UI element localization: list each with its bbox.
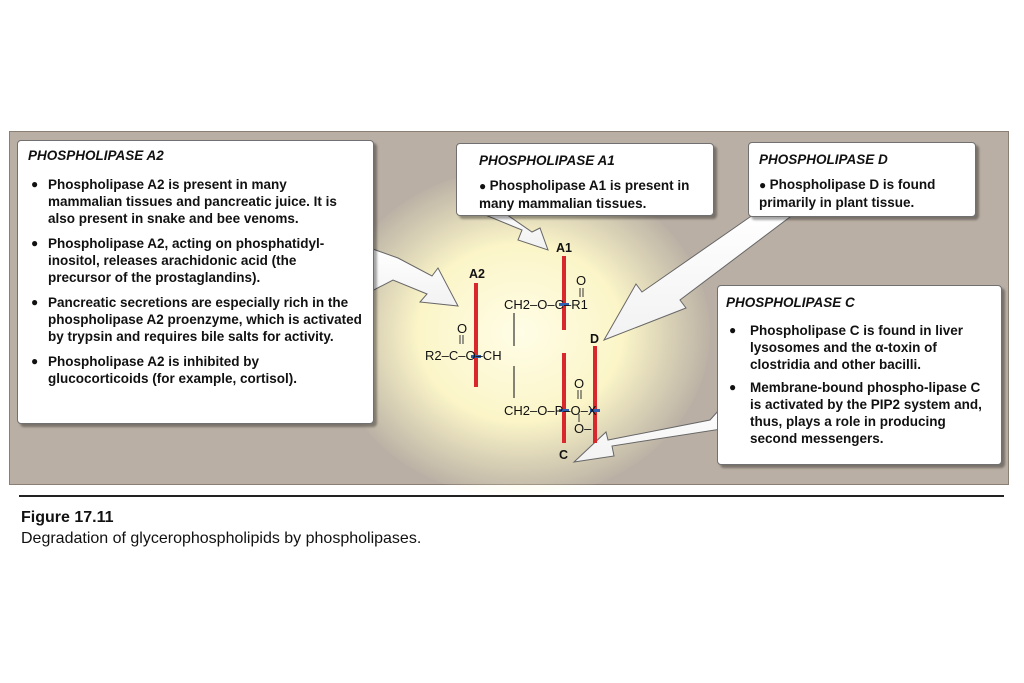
a2-bullet-1: Phospholipase A2 is present in many mamm… (28, 176, 363, 227)
cleavage-bar-a2 (474, 283, 478, 387)
a2-bullet-3: Pancreatic secretions are especially ric… (28, 294, 363, 345)
molecule-bottom-row: CH2–O–P–O–X (504, 403, 597, 418)
a2-bullet-4: Phospholipase A2 is inhibited by glucoco… (28, 353, 363, 387)
c-bullet-1: Phospholipase C is found in liver lysoso… (726, 322, 993, 373)
oxygen-phosphate-top: O (574, 376, 585, 391)
molecule-top-row: CH2–O–C–R1 (504, 297, 588, 312)
bond-marker-a1 (559, 303, 569, 306)
phospholipase-d-box: PHOSPHOLIPASE D Phospholipase D is found… (748, 142, 976, 217)
site-label-a2: A2 (469, 267, 485, 281)
a1-bullet-1: Phospholipase A1 is present in many mamm… (467, 177, 703, 212)
phospholipase-c-box: PHOSPHOLIPASE C Phospholipase C is found… (717, 285, 1002, 465)
site-label-d: D (590, 332, 600, 346)
bond-marker-d (590, 409, 600, 412)
bond-marker-c (559, 409, 569, 412)
phospholipase-a2-title: PHOSPHOLIPASE A2 (28, 148, 164, 163)
phospholipase-a2-box: PHOSPHOLIPASE A2 Phospholipase A2 is pre… (17, 140, 374, 424)
bond-marker-a2 (471, 355, 481, 358)
oxygen-phosphate-bottom: O– (574, 421, 592, 436)
phospholipase-a1-box: PHOSPHOLIPASE A1 Phospholipase A1 is pre… (456, 143, 714, 216)
caption-divider (19, 495, 1004, 497)
cleavage-bar-a1 (562, 256, 566, 330)
arrow-a2 (369, 247, 459, 307)
arrow-c (572, 398, 729, 463)
site-label-a1: A1 (556, 241, 572, 255)
molecule-middle-row: R2–C–O–CH (425, 348, 502, 363)
c-bullet-2: Membrane-bound phospho-lipase C is activ… (726, 379, 993, 447)
oxygen-top: O (576, 273, 587, 288)
phospholipase-d-title: PHOSPHOLIPASE D (759, 152, 888, 167)
oxygen-middle: O (457, 321, 468, 336)
figure-label: Figure 17.11 (21, 509, 114, 526)
figure-caption: Degradation of glycerophospholipids by p… (21, 530, 422, 547)
phospholipase-a1-title: PHOSPHOLIPASE A1 (479, 153, 615, 168)
a2-bullet-2: Phospholipase A2, acting on phosphatidyl… (28, 235, 363, 286)
d-bullet-1: Phospholipase D is found primarily in pl… (759, 176, 965, 211)
arrow-d (602, 209, 796, 341)
site-label-c: C (559, 448, 569, 462)
cleavage-bar-c (562, 353, 566, 443)
molecule-highlight (330, 168, 710, 498)
cleavage-bar-d (593, 346, 597, 443)
phospholipase-c-title: PHOSPHOLIPASE C (726, 295, 855, 310)
